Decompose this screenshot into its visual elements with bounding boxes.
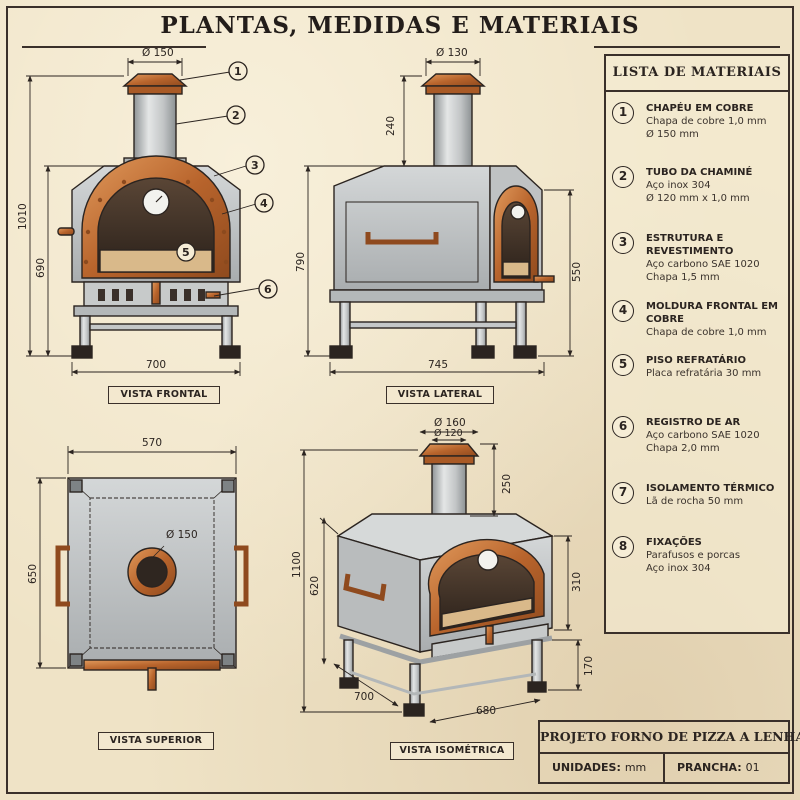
side-dim-body-height: 790: [295, 252, 307, 272]
iso-dim-base-height: 170: [583, 656, 595, 676]
material-spec: Chapa 2,0 mm: [646, 443, 720, 454]
front-dimensions: [26, 58, 241, 376]
chimney-cap-front: [122, 73, 188, 87]
material-spec: Chapa de cobre 1,0 mm: [646, 116, 767, 127]
label-top-view: VISTA SUPERIOR: [98, 732, 214, 750]
chimney-pipe-iso: [431, 463, 467, 517]
chimney-pipe-front: [133, 93, 177, 161]
front-dim-total-height: 1010: [17, 203, 29, 230]
material-title: MOLDURA FRONTAL EM COBRE: [646, 301, 778, 325]
material-spec: Aço carbono SAE 1020: [646, 259, 760, 270]
title-block: PROJETO FORNO DE PIZZA A LENHA UNIDADES:…: [538, 720, 800, 784]
front-callout-2: 2: [232, 109, 240, 122]
iso-dim-cap-dia: Ø 160: [434, 417, 466, 429]
top-view: [55, 477, 249, 691]
material-number: 8: [612, 536, 634, 558]
iso-view: [336, 443, 554, 717]
iso-dim-front-height: 310: [571, 572, 583, 592]
material-spec: Chapa 1,5 mm: [646, 272, 720, 283]
label-iso-view: VISTA ISOMÉTRICA: [390, 742, 514, 760]
materials-panel: LISTA DE MATERIAIS 1 CHAPÉU EM COBRE Cha…: [604, 54, 790, 634]
project-title: PROJETO FORNO DE PIZZA A LENHA: [540, 722, 800, 754]
side-dim-depth: 745: [428, 359, 448, 371]
sheet-label: PRANCHA:: [677, 761, 742, 774]
material-title: CHAPÉU EM COBRE: [646, 103, 754, 114]
units-value: mm: [624, 761, 647, 774]
material-number: 1: [612, 102, 634, 124]
chimney-pipe-side: [433, 93, 473, 167]
material-spec: Placa refratária 30 mm: [646, 368, 762, 379]
chimney-cap-iso: [418, 443, 480, 457]
material-spec: Aço inox 304: [646, 180, 711, 191]
side-dimensions: [304, 58, 574, 376]
front-callout-1: 1: [234, 65, 242, 78]
front-callout-6: 6: [264, 283, 272, 296]
iso-dim-chimney-height: 250: [501, 474, 513, 494]
material-spec: Ø 150 mm: [646, 129, 699, 140]
iso-dimensions: [300, 429, 582, 724]
label-side-view: VISTA LATERAL: [386, 386, 494, 404]
front-dim-chimney-dia: Ø 150: [142, 47, 174, 59]
top-dimensions: [36, 446, 237, 669]
top-dim-width: 570: [142, 437, 162, 449]
material-title: FIXAÇÕES: [646, 537, 702, 548]
materials-heading: LISTA DE MATERIAIS: [606, 56, 788, 92]
side-dim-opening-height: 550: [571, 262, 583, 282]
material-number: 2: [612, 166, 634, 188]
side-dim-chimney-dia: Ø 130: [436, 47, 468, 59]
chimney-cap-side: [420, 73, 486, 87]
material-number: 7: [612, 482, 634, 504]
material-spec: Aço carbono SAE 1020: [646, 430, 760, 441]
iso-dim-total-height: 1100: [291, 551, 303, 578]
material-spec: Lã de rocha 50 mm: [646, 496, 744, 507]
front-callout-5: 5: [182, 246, 190, 259]
front-view: [57, 73, 241, 359]
sheet-value: 01: [745, 761, 760, 774]
material-number: 3: [612, 232, 634, 254]
material-title: ISOLAMENTO TÉRMICO: [646, 483, 775, 494]
iso-dim-pipe-dia: Ø 120: [434, 428, 463, 439]
sheet-cell: PRANCHA:01: [663, 754, 788, 782]
material-number: 6: [612, 416, 634, 438]
material-title: REGISTRO DE AR: [646, 417, 741, 428]
top-dim-hole-dia: Ø 150: [166, 529, 198, 541]
material-title: TUBO DA CHAMINÉ: [646, 167, 753, 178]
front-dim-body-height: 690: [35, 258, 47, 278]
material-spec: Chapa de cobre 1,0 mm: [646, 327, 767, 338]
oven-body-side: [333, 165, 491, 291]
title-rule-left: [22, 46, 206, 48]
title-rule-right: [594, 46, 780, 48]
front-callouts: [175, 61, 278, 299]
sheet-border: [6, 6, 794, 794]
iso-dim-width: 680: [476, 705, 496, 717]
page-title: PLANTAS, MEDIDAS E MATERIAIS: [160, 12, 640, 39]
material-spec: Parafusos e porcas: [646, 550, 741, 561]
side-dim-chimney-height: 240: [385, 116, 397, 136]
top-dim-depth: 650: [27, 564, 39, 584]
material-number: 4: [612, 300, 634, 322]
iso-dim-body-height: 620: [309, 576, 321, 596]
material-title: PISO REFRATÁRIO: [646, 355, 746, 366]
units-cell: UNIDADES:mm: [540, 754, 663, 782]
material-number: 5: [612, 354, 634, 376]
front-dim-width: 700: [146, 359, 166, 371]
material-title: ESTRUTURA E REVESTIMENTO: [646, 233, 734, 257]
material-spec: Aço inox 304: [646, 563, 711, 574]
material-spec: Ø 120 mm x 1,0 mm: [646, 193, 750, 204]
front-callout-4: 4: [260, 197, 268, 210]
front-callout-3: 3: [251, 159, 259, 172]
units-label: UNIDADES:: [552, 761, 621, 774]
side-view: [329, 73, 555, 359]
label-front-view: VISTA FRONTAL: [108, 386, 220, 404]
iso-dim-depth: 700: [354, 691, 374, 703]
